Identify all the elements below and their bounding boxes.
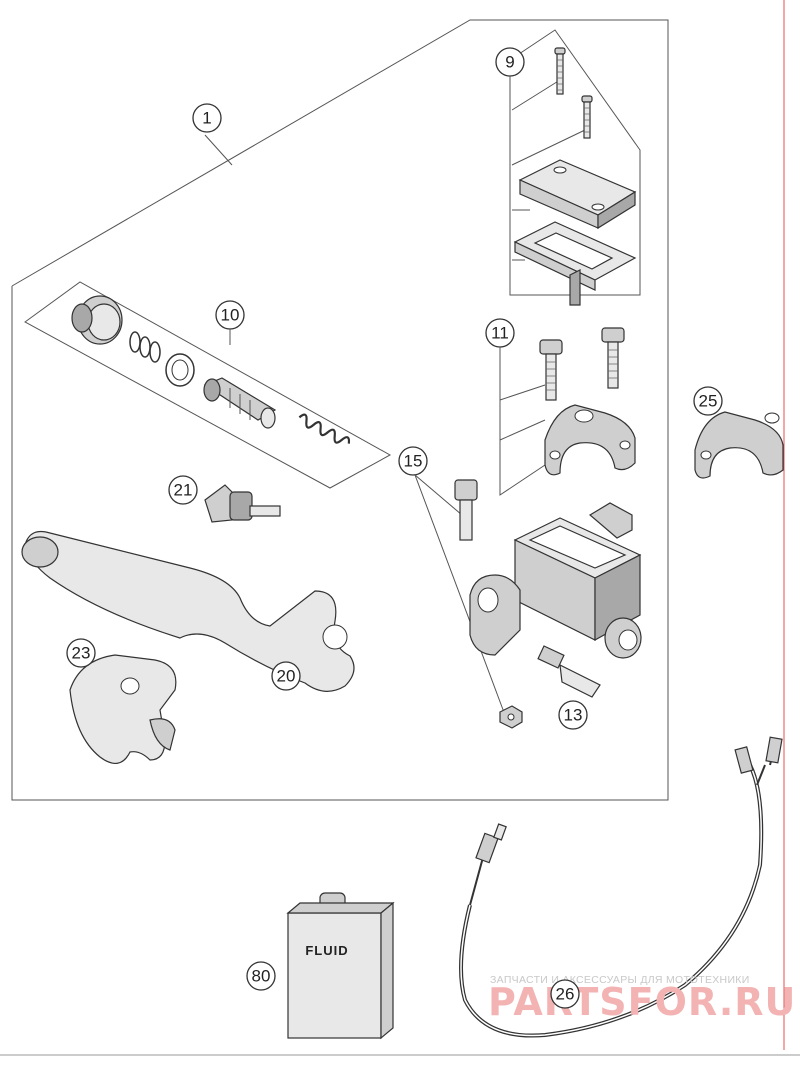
svg-text:21: 21 (174, 481, 193, 500)
callout-25[interactable]: 25 (693, 386, 723, 416)
piston-kit-10 (24, 281, 392, 489)
svg-text:11: 11 (491, 324, 509, 343)
circlip-icon (165, 353, 195, 387)
callout-13[interactable]: 13 (558, 700, 588, 730)
brake-switch-13 (537, 645, 601, 698)
wiring-harness-26 (459, 736, 783, 1038)
connector-plug-icon (475, 823, 507, 864)
callout-15[interactable]: 15 (404, 452, 423, 471)
reservoir-cap-kit-9 (495, 29, 641, 306)
piston-spring-icon (298, 413, 351, 444)
reservoir-cap-icon (518, 159, 637, 230)
callout-23[interactable]: 23 (66, 638, 96, 668)
watermark-tagline: ЗАПЧАСТИ И АКСЕССУАРЫ ДЛЯ МОТОТЕХНИКИ (490, 974, 750, 986)
brake-switch-icon (537, 645, 601, 698)
brake-lever-icon (21, 530, 355, 692)
fluid-bottle-icon (286, 892, 395, 1040)
brake-fluid-bottle-80: FLUID (286, 892, 395, 1040)
lever-cover-icon (69, 654, 177, 764)
diaphragm-gasket-icon (513, 221, 637, 306)
callout-80[interactable]: 80 (246, 961, 276, 991)
pivot-bolt-15 (398, 446, 523, 729)
piston-icon (203, 377, 277, 429)
callout-10[interactable]: 10 (221, 306, 240, 325)
cap-screw-icon (554, 47, 566, 95)
svg-text:1: 1 (202, 109, 211, 128)
watermark-site: PARTSFOR.RU (488, 980, 796, 1024)
lock-nut-icon (499, 705, 523, 729)
handlebar-clamp-25 (694, 411, 784, 479)
piston-boot-icon (71, 295, 123, 345)
clamp-kit-11 (485, 318, 636, 496)
callout-9[interactable]: 9 (505, 53, 514, 72)
callout-21[interactable]: 21 (168, 475, 198, 505)
svg-text:15: 15 (404, 452, 423, 471)
fluid-label: FLUID (305, 943, 348, 958)
assembly-1-outline (11, 19, 669, 801)
svg-text:80: 80 (252, 967, 271, 986)
adjuster-screw-icon (204, 484, 281, 523)
adjuster-21 (204, 484, 281, 523)
svg-text:20: 20 (277, 667, 296, 686)
svg-text:9: 9 (505, 53, 514, 72)
watermark: ЗАПЧАСТИ И АКСЕССУАРЫ ДЛЯ МОТОТЕХНИКИ PA… (488, 974, 796, 1024)
callout-11[interactable]: 11 (491, 324, 509, 343)
svg-text:10: 10 (221, 306, 240, 325)
handlebar-clamp-icon (544, 404, 636, 476)
pivot-bolt-icon (454, 479, 478, 541)
master-cylinder-body (469, 502, 642, 659)
callout-1[interactable]: 1 (192, 103, 222, 133)
cap-screw-icon (581, 95, 593, 139)
connector-plug-icon (734, 736, 783, 774)
brake-lever-20 (21, 530, 355, 692)
clamp-bolt-icon (601, 327, 625, 389)
svg-text:13: 13 (564, 706, 583, 725)
seal-rings-icon (129, 331, 161, 363)
lever-cover-23 (69, 654, 177, 764)
svg-text:26: 26 (556, 985, 575, 1004)
callout-20[interactable]: 20 (271, 661, 301, 691)
svg-text:23: 23 (72, 644, 91, 663)
svg-text:25: 25 (699, 392, 718, 411)
callout-26[interactable]: 26 (550, 979, 580, 1009)
clamp-bolt-icon (539, 339, 563, 401)
